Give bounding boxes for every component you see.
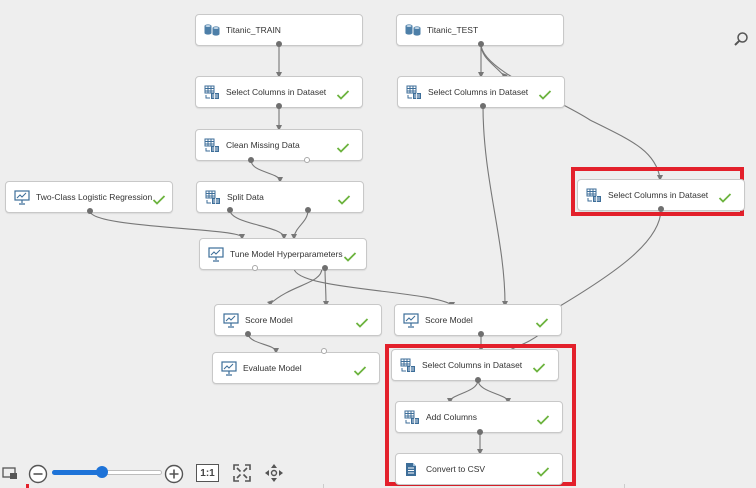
table-transform-icon [204,84,220,100]
output-port[interactable] [276,103,282,109]
actual-size-button[interactable]: 1:1 [196,464,219,482]
output-port[interactable] [658,206,664,212]
module-label: Titanic_TRAIN [226,25,281,35]
zoom-toolbar: 1:1 [0,459,300,487]
output-port[interactable] [276,41,282,47]
module-label: Split Data [227,192,264,202]
output-port[interactable] [305,207,311,213]
table-transform-icon [586,187,602,203]
zoom-in-icon[interactable] [163,463,184,484]
output-port[interactable] [245,331,251,337]
fit-to-screen-icon[interactable] [231,463,253,483]
minimap-icon[interactable] [1,464,19,482]
table-transform-icon [406,84,422,100]
search-icon[interactable] [732,30,750,48]
output-port[interactable] [248,157,254,163]
pan-icon[interactable] [263,463,285,483]
checkmark-icon [353,363,367,376]
module-tune-model[interactable]: Tune Model Hyperparameters [199,238,367,270]
table-transform-icon [204,137,220,153]
checkmark-icon [536,412,550,425]
module-split-data[interactable]: Split Data [196,181,364,213]
module-convert-csv[interactable]: Convert to CSV [395,453,563,485]
output-port[interactable] [87,208,93,214]
actual-size-label: 1:1 [200,467,215,479]
output-port[interactable] [478,41,484,47]
output-port[interactable] [475,377,481,383]
module-evaluate-model[interactable]: Evaluate Model [212,352,380,384]
module-label: Score Model [425,315,473,325]
zoom-slider-fill [52,470,102,475]
input-port-unconnected[interactable] [321,348,327,354]
module-titanic-train[interactable]: Titanic_TRAIN [195,14,363,46]
table-transform-icon [205,189,221,205]
module-label: Score Model [245,315,293,325]
zoom-slider-thumb[interactable] [96,466,108,478]
scroll-tick [323,484,324,488]
output-port[interactable] [478,331,484,337]
module-label: Add Columns [426,412,478,422]
output-port[interactable] [322,265,328,271]
module-select-columns-1[interactable]: Select Columns in Dataset [195,76,363,108]
scroll-tick [624,484,625,488]
table-transform-icon [400,357,416,373]
checkmark-icon [532,360,546,373]
checkmark-icon [336,87,350,100]
checkmark-icon [152,192,166,205]
model-icon [403,312,419,328]
output-port-unconnected[interactable] [252,265,258,271]
module-clean-missing[interactable]: Clean Missing Data [195,129,363,161]
checkmark-icon [535,315,549,328]
checkmark-icon [337,192,351,205]
dataset-icon [405,22,421,38]
module-select-columns-4[interactable]: Select Columns in Dataset [391,349,559,381]
checkmark-icon [538,87,552,100]
module-label: Select Columns in Dataset [428,87,529,97]
output-port[interactable] [477,429,483,435]
module-label: Select Columns in Dataset [608,190,709,200]
checkmark-icon [355,315,369,328]
scroll-marker [26,484,29,488]
zoom-out-icon[interactable] [27,463,48,484]
module-label: Tune Model Hyperparameters [230,249,343,259]
module-score-model-2[interactable]: Score Model [394,304,562,336]
module-select-columns-2[interactable]: Select Columns in Dataset [397,76,565,108]
checkmark-icon [718,190,732,203]
convert-icon [404,461,420,477]
checkmark-icon [343,249,357,262]
model-icon [221,360,237,376]
module-label: Clean Missing Data [226,140,300,150]
module-label: Evaluate Model [243,363,302,373]
module-label: Two-Class Logistic Regression [36,192,153,202]
module-label: Select Columns in Dataset [422,360,523,370]
output-port-unconnected[interactable] [304,157,310,163]
module-label: Select Columns in Dataset [226,87,327,97]
output-port[interactable] [227,207,233,213]
checkmark-icon [336,140,350,153]
table-transform-icon [404,409,420,425]
output-port[interactable] [480,103,486,109]
module-score-model-1[interactable]: Score Model [214,304,382,336]
module-label: Convert to CSV [426,464,486,474]
checkmark-icon [536,464,550,477]
model-icon [208,246,224,262]
model-icon [14,189,30,205]
module-logistic[interactable]: Two-Class Logistic Regression [5,181,173,213]
dataset-icon [204,22,220,38]
model-icon [223,312,239,328]
module-label: Titanic_TEST [427,25,479,35]
